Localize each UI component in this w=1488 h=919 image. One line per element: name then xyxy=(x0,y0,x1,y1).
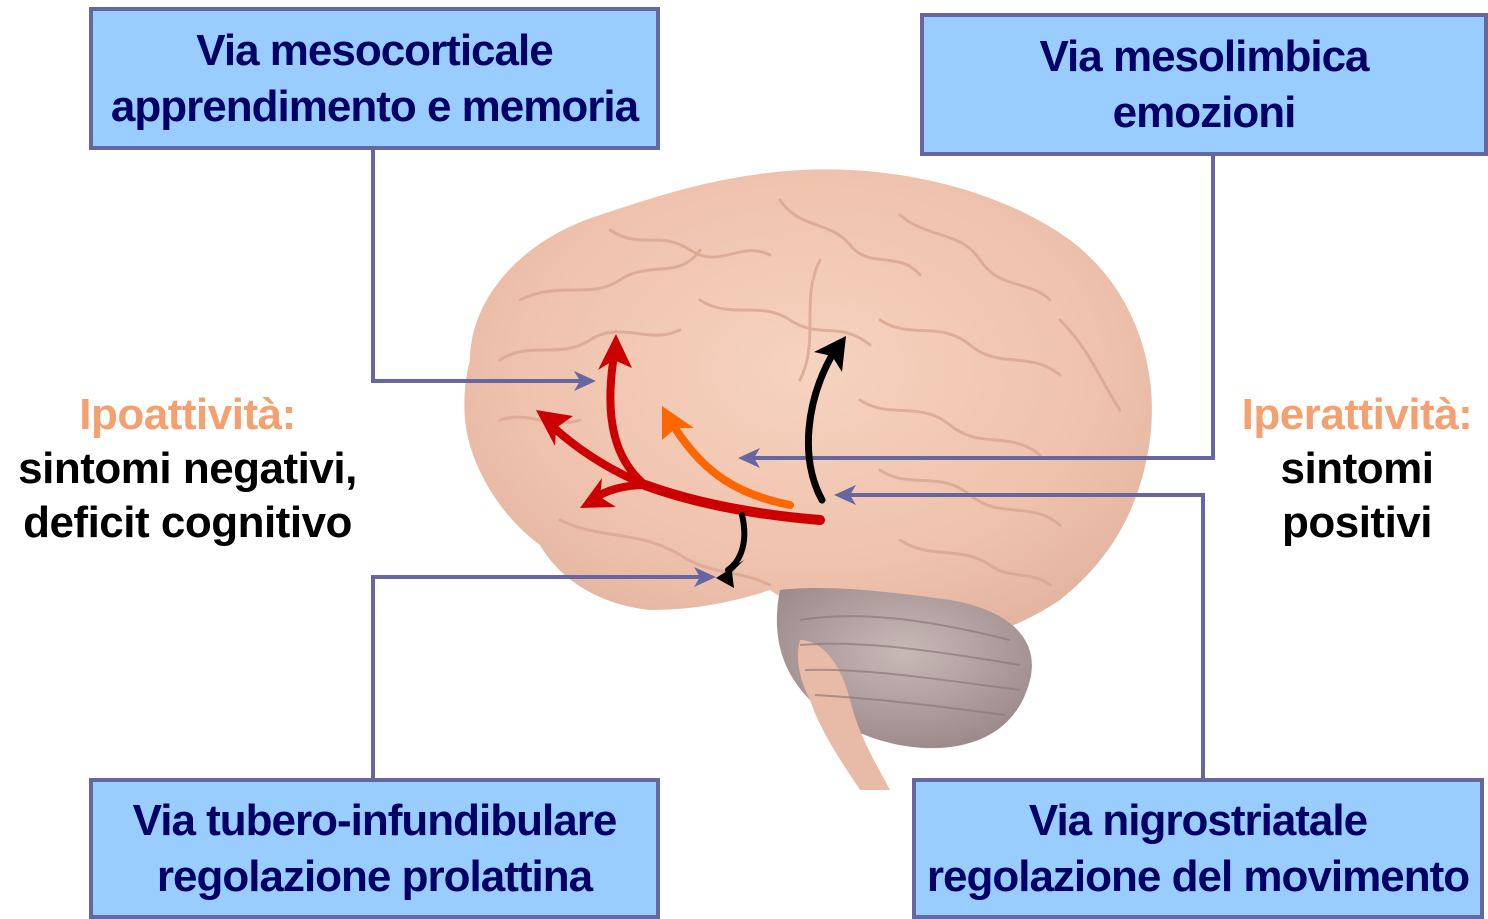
mesocortical-title: Via mesocorticale xyxy=(196,23,552,79)
tuberoinfundibular-subtitle: regolazione prolattina xyxy=(157,849,592,905)
box-tuberoinfundibular: Via tubero-infundibulare regolazione pro… xyxy=(89,778,660,919)
box-nigrostriatal: Via nigrostriatale regolazione del movim… xyxy=(912,778,1484,919)
right-note-heading: Iperattività: xyxy=(1226,388,1488,442)
box-mesocortical: Via mesocorticale apprendimento e memori… xyxy=(89,7,660,150)
left-note-line1: sintomi negativi, xyxy=(0,442,375,496)
mesolimbic-subtitle: emozioni xyxy=(1113,85,1296,141)
mesolimbic-title: Via mesolimbica xyxy=(1039,29,1368,85)
brain-illustration xyxy=(464,169,1152,790)
left-note-heading: Ipoattività: xyxy=(0,388,375,442)
right-note-line2: positivi xyxy=(1226,496,1488,550)
nigrostriatal-title: Via nigrostriatale xyxy=(1029,793,1367,849)
mesocortical-subtitle: apprendimento e memoria xyxy=(111,79,638,135)
box-mesolimbic: Via mesolimbica emozioni xyxy=(920,13,1488,156)
right-note-line1: sintomi xyxy=(1226,442,1488,496)
tuberoinfundibular-title: Via tubero-infundibulare xyxy=(133,793,617,849)
cerebrum xyxy=(464,169,1152,643)
nigrostriatal-subtitle: regolazione del movimento xyxy=(927,849,1469,905)
right-note: Iperattività: sintomi positivi xyxy=(1226,388,1488,550)
left-note: Ipoattività: sintomi negativi, deficit c… xyxy=(0,388,375,550)
left-note-line2: deficit cognitivo xyxy=(0,496,375,550)
